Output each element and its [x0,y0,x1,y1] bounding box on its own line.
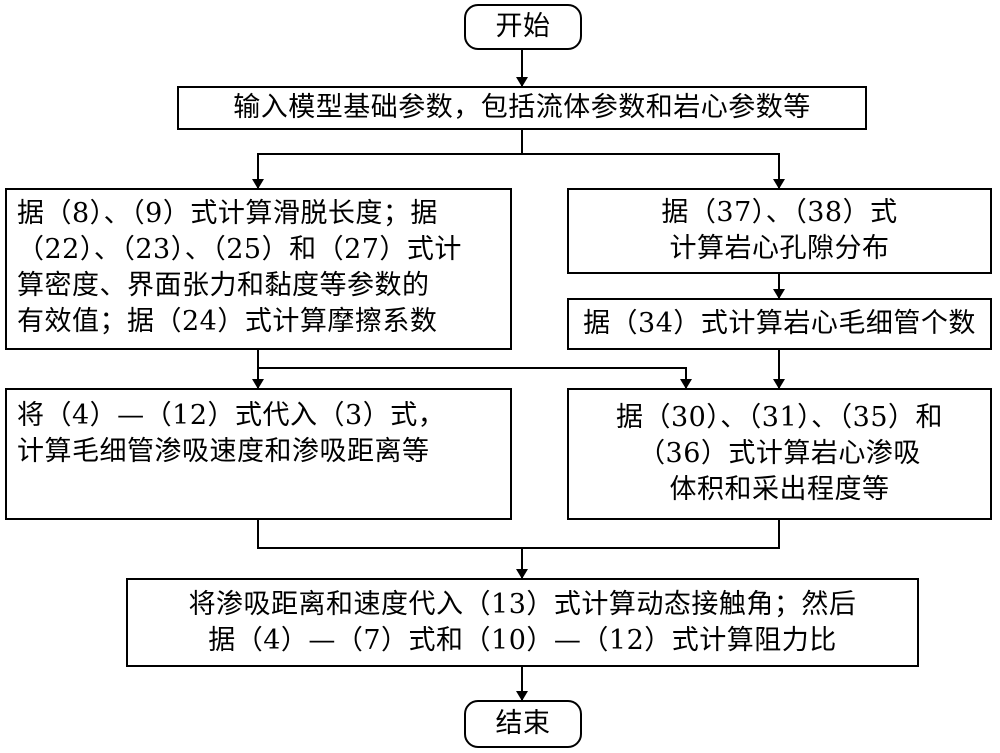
pore-distribution-node: 据（37）、（38）式 计算岩心孔隙分布 [567,188,992,274]
slip-line-1: 据（8）、（9）式计算滑脱长度；据 [17,198,438,229]
connector-merge [257,520,780,549]
imbspeed-line-1: 将（4）—（12）式代入（3）式， [17,400,446,431]
slip-length-node: 据（8）、（9）式计算滑脱长度；据 （22）、（23）、（25）和（27）式计 … [5,188,512,350]
pore-line-2: 计算岩心孔隙分布 [669,233,890,264]
end-node: 结束 [464,700,582,748]
imbibition-volume-node: 据（30）、（31）、（35）和 （36）式计算岩心渗吸 体积和采出程度等 [567,388,992,520]
imbspeed-line-2: 计算毛细管渗吸速度和渗吸距离等 [17,436,430,467]
slip-line-4: 有效值；据（24）式计算摩擦系数 [17,306,438,337]
volume-line-1: 据（30）、（31）、（35）和 [615,402,944,433]
slip-line-2: （22）、（23）、（25）和（27）式计 [17,234,462,265]
start-text: 开始 [495,11,551,42]
contact-angle-node: 将渗吸距离和速度代入（13）式计算动态接触角；然后 据（4）—（7）式和（10）… [126,578,919,667]
input-params-text: 输入模型基础参数，包括流体参数和岩心参数等 [233,92,811,123]
connector-slip-to-volume [258,367,692,389]
volume-line-3: 体积和采出程度等 [669,474,890,505]
imbibition-speed-node: 将（4）—（12）式代入（3）式， 计算毛细管渗吸速度和渗吸距离等 [5,388,512,520]
slip-line-3: 算密度、界面张力和黏度等参数的 [17,270,430,301]
volume-line-2: （36）式计算岩心渗吸 [638,438,921,469]
connector-input-split [252,130,523,189]
contact-line-1: 将渗吸距离和速度代入（13）式计算动态接触角；然后 [188,588,857,620]
input-params-node: 输入模型基础参数，包括流体参数和岩心参数等 [177,86,867,130]
contact-line-2: 据（4）—（7）式和（10）—（12）式计算阻力比 [208,624,837,656]
connector-input-to-pore [522,153,785,189]
capillary-count-text: 据（34）式计算岩心毛细管个数 [583,308,976,339]
capillary-count-node: 据（34）式计算岩心毛细管个数 [567,298,992,350]
start-node: 开始 [464,4,582,50]
pore-line-1: 据（37）、（38）式 [661,197,898,228]
end-text: 结束 [495,708,551,739]
